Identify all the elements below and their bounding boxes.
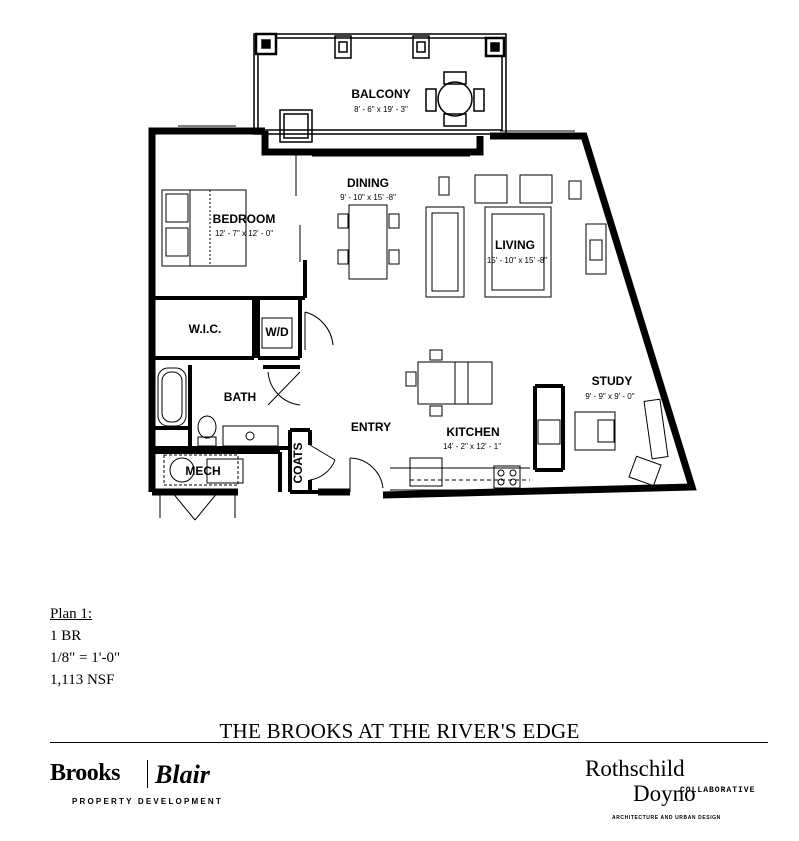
balcony bbox=[253, 32, 507, 143]
plan-scale: 1/8" = 1'-0" bbox=[50, 650, 121, 666]
mech-label: MECH bbox=[185, 464, 220, 478]
rd-subtitle: ARCHITECTURE AND URBAN DESIGN bbox=[612, 815, 721, 821]
blair-logo-text: Blair bbox=[155, 760, 210, 789]
title-rule bbox=[50, 742, 768, 743]
bedroom-label: BEDROOM bbox=[213, 212, 276, 226]
floor-plan: BALCONY 8' - 6" x 19' - 3" DINING 9' - 1… bbox=[148, 32, 697, 521]
plan-info: Plan 1: 1 BR 1/8" = 1'-0" 1,113 NSF bbox=[50, 603, 120, 691]
brooks-blair-subtitle: PROPERTY DEVELOPMENT bbox=[72, 797, 223, 806]
dining-dims: 9' - 10" x 15' -8" bbox=[340, 193, 396, 202]
dining-label: DINING bbox=[347, 176, 389, 190]
living-label: LIVING bbox=[495, 238, 535, 252]
study-dims: 9' - 9" x 9' - 0" bbox=[585, 392, 634, 401]
kitchen-dims: 14' - 2" x 12' - 1" bbox=[443, 442, 501, 451]
windows bbox=[178, 125, 575, 157]
balcony-dims: 8' - 6" x 19' - 3" bbox=[354, 105, 408, 114]
wd-label: W/D bbox=[265, 325, 289, 339]
balcony-label: BALCONY bbox=[351, 87, 410, 101]
furniture bbox=[157, 155, 669, 491]
logo-divider bbox=[147, 760, 148, 788]
plan-area: 1,113 NSF bbox=[50, 672, 115, 688]
door-swings bbox=[159, 311, 384, 521]
plan-title: Plan 1: bbox=[50, 606, 93, 622]
study-label: STUDY bbox=[592, 374, 633, 388]
bath-label: BATH bbox=[224, 390, 256, 404]
wic-label: W.I.C. bbox=[189, 322, 222, 336]
living-dims: 15' - 10" x 15' -8" bbox=[487, 256, 547, 265]
collaborative-logo-text: COLLABORATIVE bbox=[680, 786, 756, 795]
rothschild-logo-text: Rothschild bbox=[585, 756, 685, 781]
interior-walls bbox=[152, 260, 565, 494]
entry-label: ENTRY bbox=[351, 420, 391, 434]
bedroom-dims: 12' - 7" x 12' - 0" bbox=[215, 229, 273, 238]
coats-label: COATS bbox=[291, 442, 305, 483]
project-title: THE BROOKS AT THE RIVER'S EDGE bbox=[219, 719, 580, 743]
kitchen-label: KITCHEN bbox=[446, 425, 499, 439]
unit-type: 1 BR bbox=[50, 628, 82, 644]
doyno-logo-text: Doyno bbox=[633, 781, 696, 806]
room-labels: BALCONY 8' - 6" x 19' - 3" DINING 9' - 1… bbox=[185, 87, 634, 484]
exterior-walls bbox=[148, 127, 697, 499]
brooks-logo-text: Brooks bbox=[50, 760, 120, 786]
